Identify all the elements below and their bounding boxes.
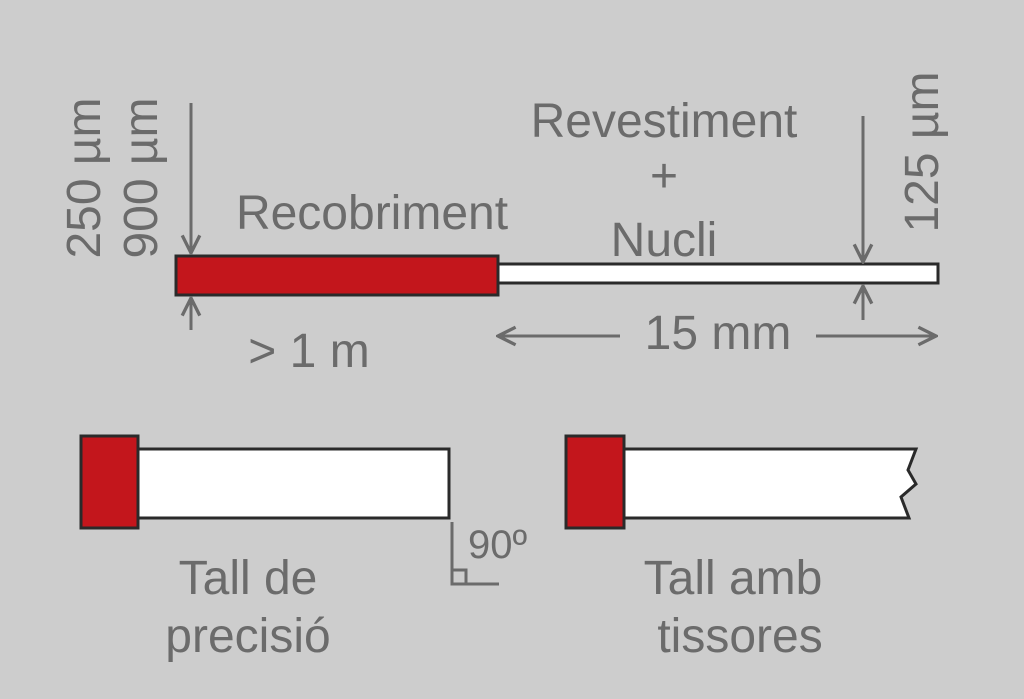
bare-length-label: 15 mm [645,307,792,360]
precision-cut-coating [79,434,140,530]
scissors-cut-fiber [622,447,919,520]
core-label: Nucli [611,214,718,267]
bare-fiber [496,262,940,285]
diameter-label-125: 125 µm [896,71,949,232]
cladding-label: Revestiment [531,95,798,148]
diameter-label-250: 250 µm [58,97,111,258]
precision-cut-label-line1: Tall de [179,552,318,605]
plus-label: + [650,150,678,203]
precision-cut-fiber [136,447,451,520]
right-angle-square [452,568,468,584]
diameter-label-900: 900 µm [115,97,168,258]
scissors-cut-label-line1: Tall amb [644,552,823,605]
scissors-cut-label-line2: tissores [657,610,822,663]
precision-cut-label-line2: precisió [165,610,330,663]
angle-label: 90º [468,523,527,567]
coating-section [174,254,500,297]
coating-length-label: > 1 m [248,325,369,378]
right-angle-marker [450,522,499,586]
coating-label: Recobriment [236,187,508,240]
scissors-cut-coating [564,434,626,530]
